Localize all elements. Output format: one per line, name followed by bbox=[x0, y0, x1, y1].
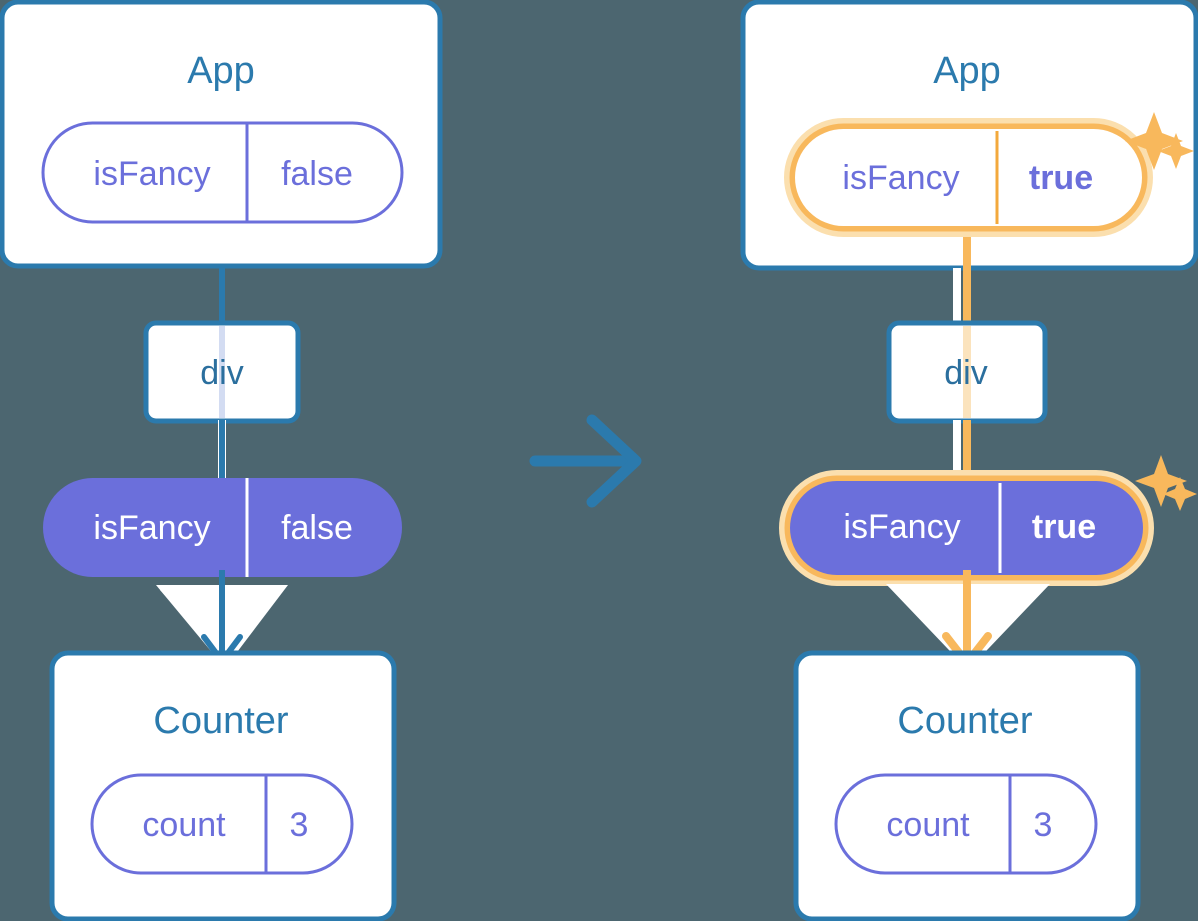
sparkle-large-icon-app-after bbox=[1125, 112, 1183, 170]
prop-pill-before bbox=[43, 478, 402, 577]
arrow-right-icon-head bbox=[586, 414, 642, 508]
counter-card-before bbox=[49, 650, 397, 921]
app-state-pill-value-before: false bbox=[281, 155, 353, 193]
app-card-before bbox=[0, 0, 443, 269]
counter-state-pill-after bbox=[834, 773, 1098, 875]
transition-arrow bbox=[529, 414, 642, 508]
app-state-pill-before bbox=[41, 121, 404, 224]
prop-pill-name-before: isFancy bbox=[93, 509, 210, 547]
sparkle-large-icon-prop-after bbox=[1135, 455, 1187, 507]
counter-state-pill-name-after: count bbox=[886, 806, 970, 844]
counter-state-pill-value-after: 3 bbox=[1034, 806, 1053, 844]
counter-title-after: Counter bbox=[897, 700, 1033, 742]
prop-pill-value-before: false bbox=[281, 509, 353, 547]
panel-after: App isFancy true div bbox=[740, 0, 1198, 921]
prop-pill-value-after: true bbox=[1032, 508, 1096, 546]
counter-title-before: Counter bbox=[153, 700, 289, 742]
app-title-after: App bbox=[933, 50, 1001, 92]
sparkle-small-icon-app-after bbox=[1158, 133, 1194, 169]
app-state-pill-name-after: isFancy bbox=[842, 159, 959, 197]
counter-state-pill-before bbox=[90, 773, 354, 875]
app-state-pill-name-before: isFancy bbox=[93, 155, 210, 193]
app-title-before: App bbox=[187, 50, 255, 92]
div-label-before: div bbox=[200, 354, 243, 392]
app-state-pill-after bbox=[795, 129, 1142, 226]
prop-pill-after bbox=[790, 481, 1143, 575]
counter-state-pill-value-before: 3 bbox=[290, 806, 309, 844]
counter-state-pill-name-before: count bbox=[142, 806, 226, 844]
div-label-after: div bbox=[944, 354, 987, 392]
sparkle-small-icon-prop-after bbox=[1163, 477, 1197, 511]
counter-card-after bbox=[793, 650, 1141, 921]
prop-pill-name-after: isFancy bbox=[843, 508, 960, 546]
app-state-pill-value-after: true bbox=[1029, 159, 1093, 197]
panel-before: App isFancy false div isFancy false bbox=[0, 0, 443, 921]
